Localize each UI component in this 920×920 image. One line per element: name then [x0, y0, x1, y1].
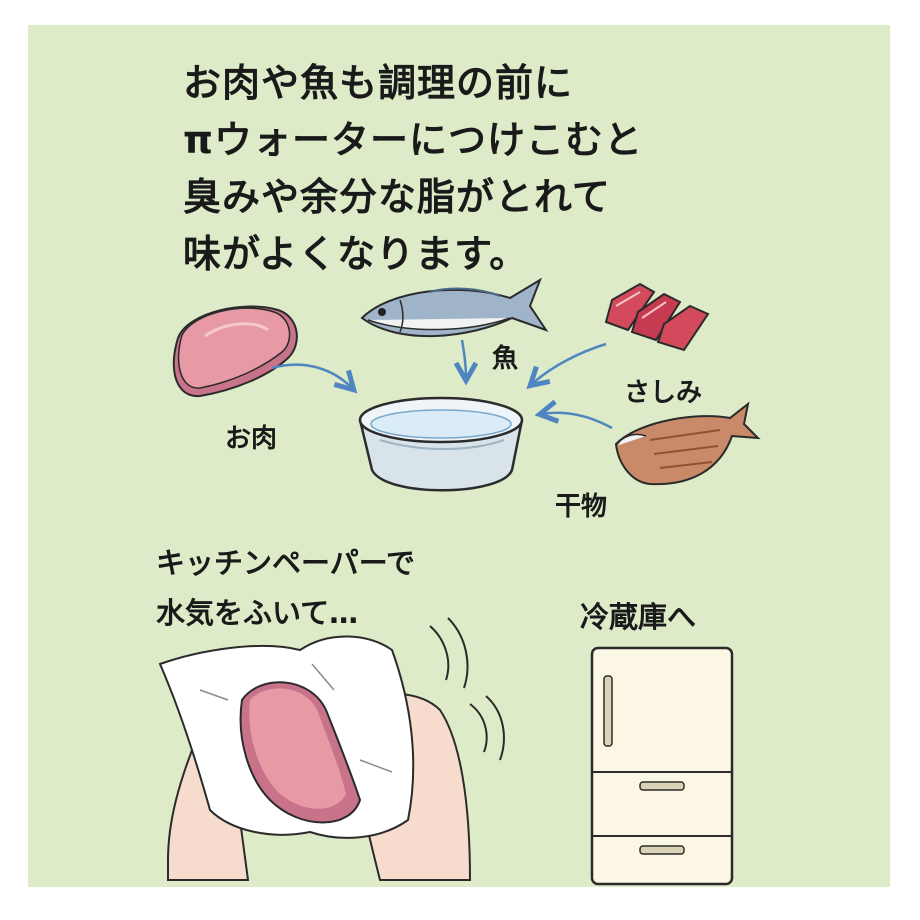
wiped-meat-icon	[239, 681, 362, 824]
headline-line-3: 臭みや余分な脂がとれて	[183, 175, 611, 219]
label-sashimi: さしみ	[624, 378, 703, 408]
headline-line-1: お肉や魚も調理の前に	[183, 61, 574, 105]
label-dried-fish: 干物	[555, 492, 608, 522]
headline: お肉や魚も調理の前に πウォーターにつけこむと 臭みや余分な脂がとれて 味がよく…	[183, 55, 643, 283]
wipe-instruction-line-1: キッチンペーパーで	[156, 546, 415, 580]
fridge-icon	[590, 646, 734, 886]
fish-icon	[360, 277, 549, 338]
bowl-icon	[358, 396, 524, 492]
label-meat: お肉	[225, 424, 278, 454]
sashimi-icon	[604, 282, 710, 352]
motion-lines	[429, 617, 505, 761]
label-fish: 魚	[492, 344, 519, 374]
dried-fish-icon	[614, 401, 761, 486]
fridge-label: 冷蔵庫へ	[580, 600, 697, 634]
arrow-icon	[271, 339, 613, 430]
headline-line-4: 味がよくなります。	[183, 232, 529, 276]
wipe-instruction-line-2: 水気をふいて…	[156, 596, 359, 630]
meat-icon	[172, 305, 298, 398]
headline-line-2: πウォーターにつけこむと	[183, 118, 644, 162]
